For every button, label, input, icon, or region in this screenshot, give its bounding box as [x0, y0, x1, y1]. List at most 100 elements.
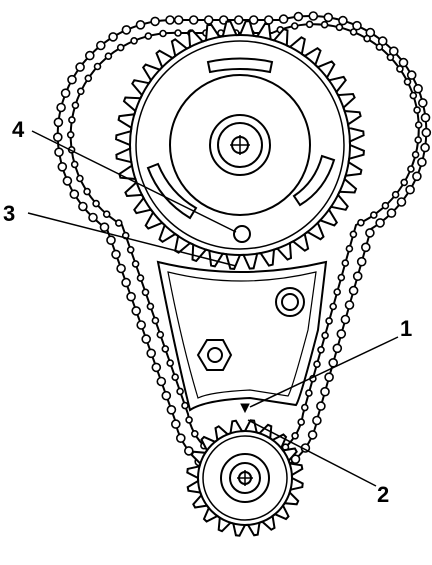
chain-roller	[71, 101, 80, 110]
chain-roller	[99, 222, 110, 232]
chain-roller	[403, 78, 412, 86]
chain-roller	[406, 70, 417, 80]
chain-roller	[413, 83, 423, 94]
leader-line-4	[31, 130, 237, 233]
chain-roller	[332, 343, 343, 354]
chain-roller	[300, 403, 309, 412]
cam-sprocket-slot-right	[292, 154, 336, 207]
chain-roller	[146, 302, 155, 311]
chain-roller	[417, 98, 428, 108]
chain-roller	[356, 256, 367, 267]
chain-roller	[307, 430, 318, 440]
chain-roller	[407, 165, 415, 173]
chain-roller	[121, 25, 132, 35]
chain-roller	[166, 359, 174, 367]
chain-roller	[92, 199, 100, 208]
crankshaft-sprocket	[186, 403, 304, 537]
chain-roller	[413, 106, 421, 114]
chain-roller	[57, 162, 68, 172]
chain-roller	[104, 52, 113, 61]
cam-timing-mark-hole	[233, 225, 251, 243]
chain-roller	[375, 218, 385, 228]
chain-roller	[203, 15, 214, 25]
chain-roller	[171, 373, 179, 382]
chain-roller	[388, 46, 399, 57]
chain-roller	[320, 20, 329, 29]
chain-roller	[111, 249, 121, 260]
chain-roller	[290, 22, 299, 30]
chain-roller	[291, 431, 299, 440]
chain-roller	[171, 419, 181, 429]
chain-roller	[84, 74, 93, 83]
chain-roller	[369, 211, 378, 219]
chain-roller	[62, 176, 73, 186]
camshaft-hub	[209, 114, 271, 176]
chain-roller	[161, 390, 172, 401]
chain-roller	[363, 34, 371, 43]
crankshaft-hub	[220, 453, 270, 503]
chain-roller	[131, 306, 141, 316]
chain-roller	[316, 401, 326, 411]
chain-roller	[344, 300, 355, 310]
chain-roller	[386, 53, 395, 62]
chain-roller	[136, 274, 145, 282]
chain-roller	[166, 404, 177, 415]
chain-dampener-plate	[156, 260, 328, 412]
chain-roller	[293, 11, 304, 22]
chain-roller	[338, 15, 348, 26]
chain-roller	[357, 218, 365, 227]
chain-roller	[312, 415, 322, 426]
leader-line-2	[247, 419, 377, 487]
chain-roller	[181, 401, 189, 410]
chain-roller	[174, 29, 182, 37]
chain-roller	[335, 23, 344, 32]
chain-roller	[83, 187, 91, 196]
chain-roller	[400, 178, 409, 187]
chain-roller	[333, 288, 342, 296]
chain-roller	[381, 201, 390, 210]
chain-roller	[188, 15, 199, 25]
chain-roller	[305, 389, 313, 397]
chain-roller	[297, 418, 306, 426]
chain-roller	[78, 201, 88, 212]
chain-roller	[375, 43, 384, 51]
chain-roller	[421, 127, 432, 138]
chain-roller	[165, 15, 175, 25]
chain-roller	[52, 132, 63, 142]
chain-roller	[144, 32, 153, 40]
chain-roller	[341, 259, 350, 267]
chain-roller	[233, 15, 244, 25]
chain-roller	[349, 28, 358, 36]
chain-roller	[360, 242, 371, 253]
chain-roller	[396, 197, 407, 207]
chain-roller	[411, 150, 420, 159]
chain-roller	[305, 20, 314, 29]
chain-roller	[102, 210, 111, 218]
chain-roller	[106, 235, 116, 245]
chain-roller	[290, 454, 301, 465]
chain-roller	[135, 19, 146, 30]
chain-roller	[412, 171, 422, 182]
chain-roller	[136, 320, 146, 330]
chain-roller	[53, 117, 64, 128]
chain-roller	[116, 263, 126, 274]
chain-roller	[68, 116, 76, 124]
chain-roller	[348, 285, 359, 296]
chain-roller	[85, 50, 95, 61]
callout-2: 2	[377, 482, 389, 507]
chain-roller	[88, 212, 98, 223]
chain-roller	[398, 57, 409, 68]
chain-roller	[60, 88, 71, 98]
chain-roller	[156, 330, 165, 339]
chain-roller	[248, 15, 259, 25]
chain-roller	[391, 190, 400, 199]
chain-roller	[414, 136, 423, 144]
chain-roller	[141, 288, 150, 297]
chain-roller	[130, 36, 138, 45]
chain-roller	[352, 20, 362, 31]
chain-roller	[131, 260, 140, 268]
chain-roller	[328, 357, 339, 368]
chain-roller	[313, 360, 321, 369]
callout-leaders	[27, 130, 399, 487]
